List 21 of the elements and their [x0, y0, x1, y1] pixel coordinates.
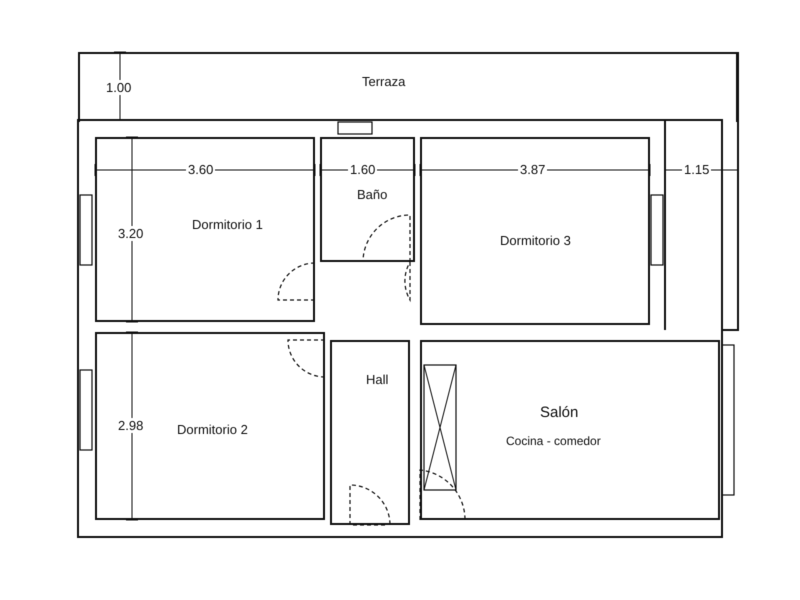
dimension-label: 3.60 [186, 162, 216, 177]
room-label: Terraza [362, 74, 406, 89]
room-outline [320, 137, 415, 262]
room-outline [330, 340, 410, 525]
room-label: Dormitorio 3 [500, 233, 571, 248]
dimension-label: 1.60 [348, 162, 378, 177]
room-label: Salón [540, 404, 578, 421]
room-outline [420, 137, 650, 325]
room-label: Dormitorio 1 [192, 217, 263, 232]
room-label: Baño [357, 187, 388, 202]
room-label: Cocina - comedor [506, 434, 601, 448]
dimension-label: 1.15 [682, 162, 712, 177]
room-label: Hall [366, 372, 388, 387]
room-outline [95, 137, 315, 322]
room-outline [95, 332, 325, 520]
room-outline [420, 340, 720, 520]
dimension-label: 2.98 [116, 418, 146, 433]
room-label: Dormitorio 2 [177, 422, 248, 437]
dimension-label: 3.87 [518, 162, 548, 177]
dimension-label: 3.20 [116, 226, 146, 241]
dimension-label: 1.00 [104, 80, 134, 95]
